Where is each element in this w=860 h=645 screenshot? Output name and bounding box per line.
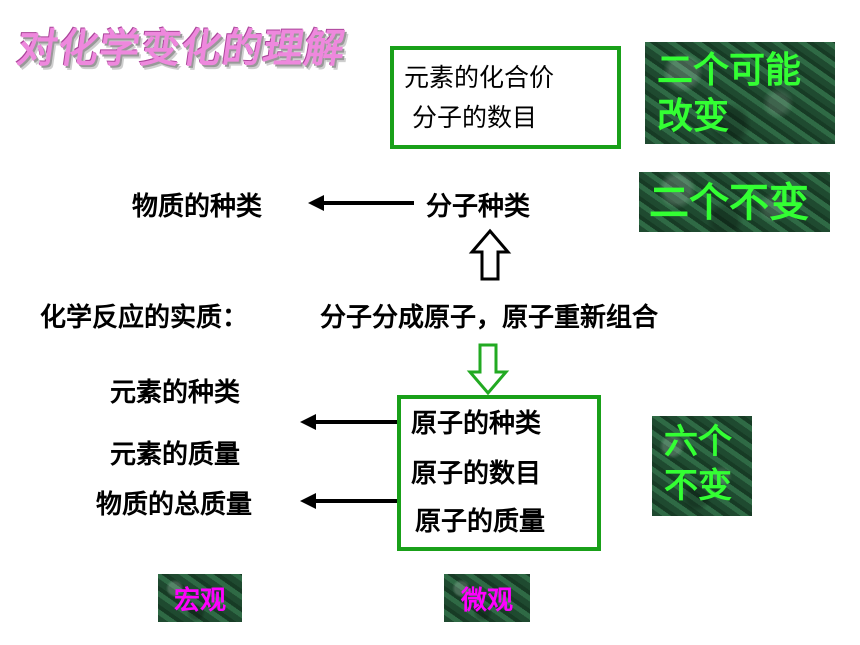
micro-item-atom-mass: 原子的质量 [415,507,546,537]
label-two-unchanged-text: 二个不变 [649,180,809,226]
tag-micro: 微观 [444,574,530,622]
micro-item-atom-kind: 原子的种类 [411,409,542,439]
label-six-unchanged: 六个 不变 [652,416,752,516]
changeable-item-valence: 元素的化合价 [404,63,555,92]
macro-substance-kind: 物质的种类 [132,192,263,222]
micro-unchanged-box: 原子的种类 原子的数目 原子的质量 [397,395,601,551]
macro-item-total-mass: 物质的总质量 [96,490,253,520]
macro-item-element-mass: 元素的质量 [110,440,241,470]
essence-label: 化学反应的实质： [40,303,249,333]
left-arrow-icon [300,493,408,509]
hollow-up-arrow-icon [468,228,512,281]
label-two-may-change-line1: 二个可能 [657,50,802,91]
label-two-unchanged: 二个不变 [639,172,830,232]
label-six-unchanged-line1: 六个 [664,422,732,462]
left-arrow-icon [308,195,414,211]
micro-molecule-kind: 分子种类 [426,192,531,222]
left-arrow-icon [300,414,408,430]
essence-content: 分子分成原子，原子重新组合 [320,303,659,333]
tag-macro: 宏观 [158,574,242,622]
label-six-unchanged-line2: 不变 [664,466,732,506]
micro-item-atom-count: 原子的数目 [411,459,542,489]
changeable-item-molecule-count: 分子的数目 [412,103,538,132]
label-two-may-change: 二个可能 改变 [645,42,835,144]
changeable-box: 元素的化合价 分子的数目 [390,46,621,149]
macro-item-element-kind: 元素的种类 [110,378,241,408]
hollow-down-arrow-icon [466,343,510,396]
label-two-may-change-line2: 改变 [657,96,730,137]
slide-title: 对化学变化的理解 [14,26,349,72]
